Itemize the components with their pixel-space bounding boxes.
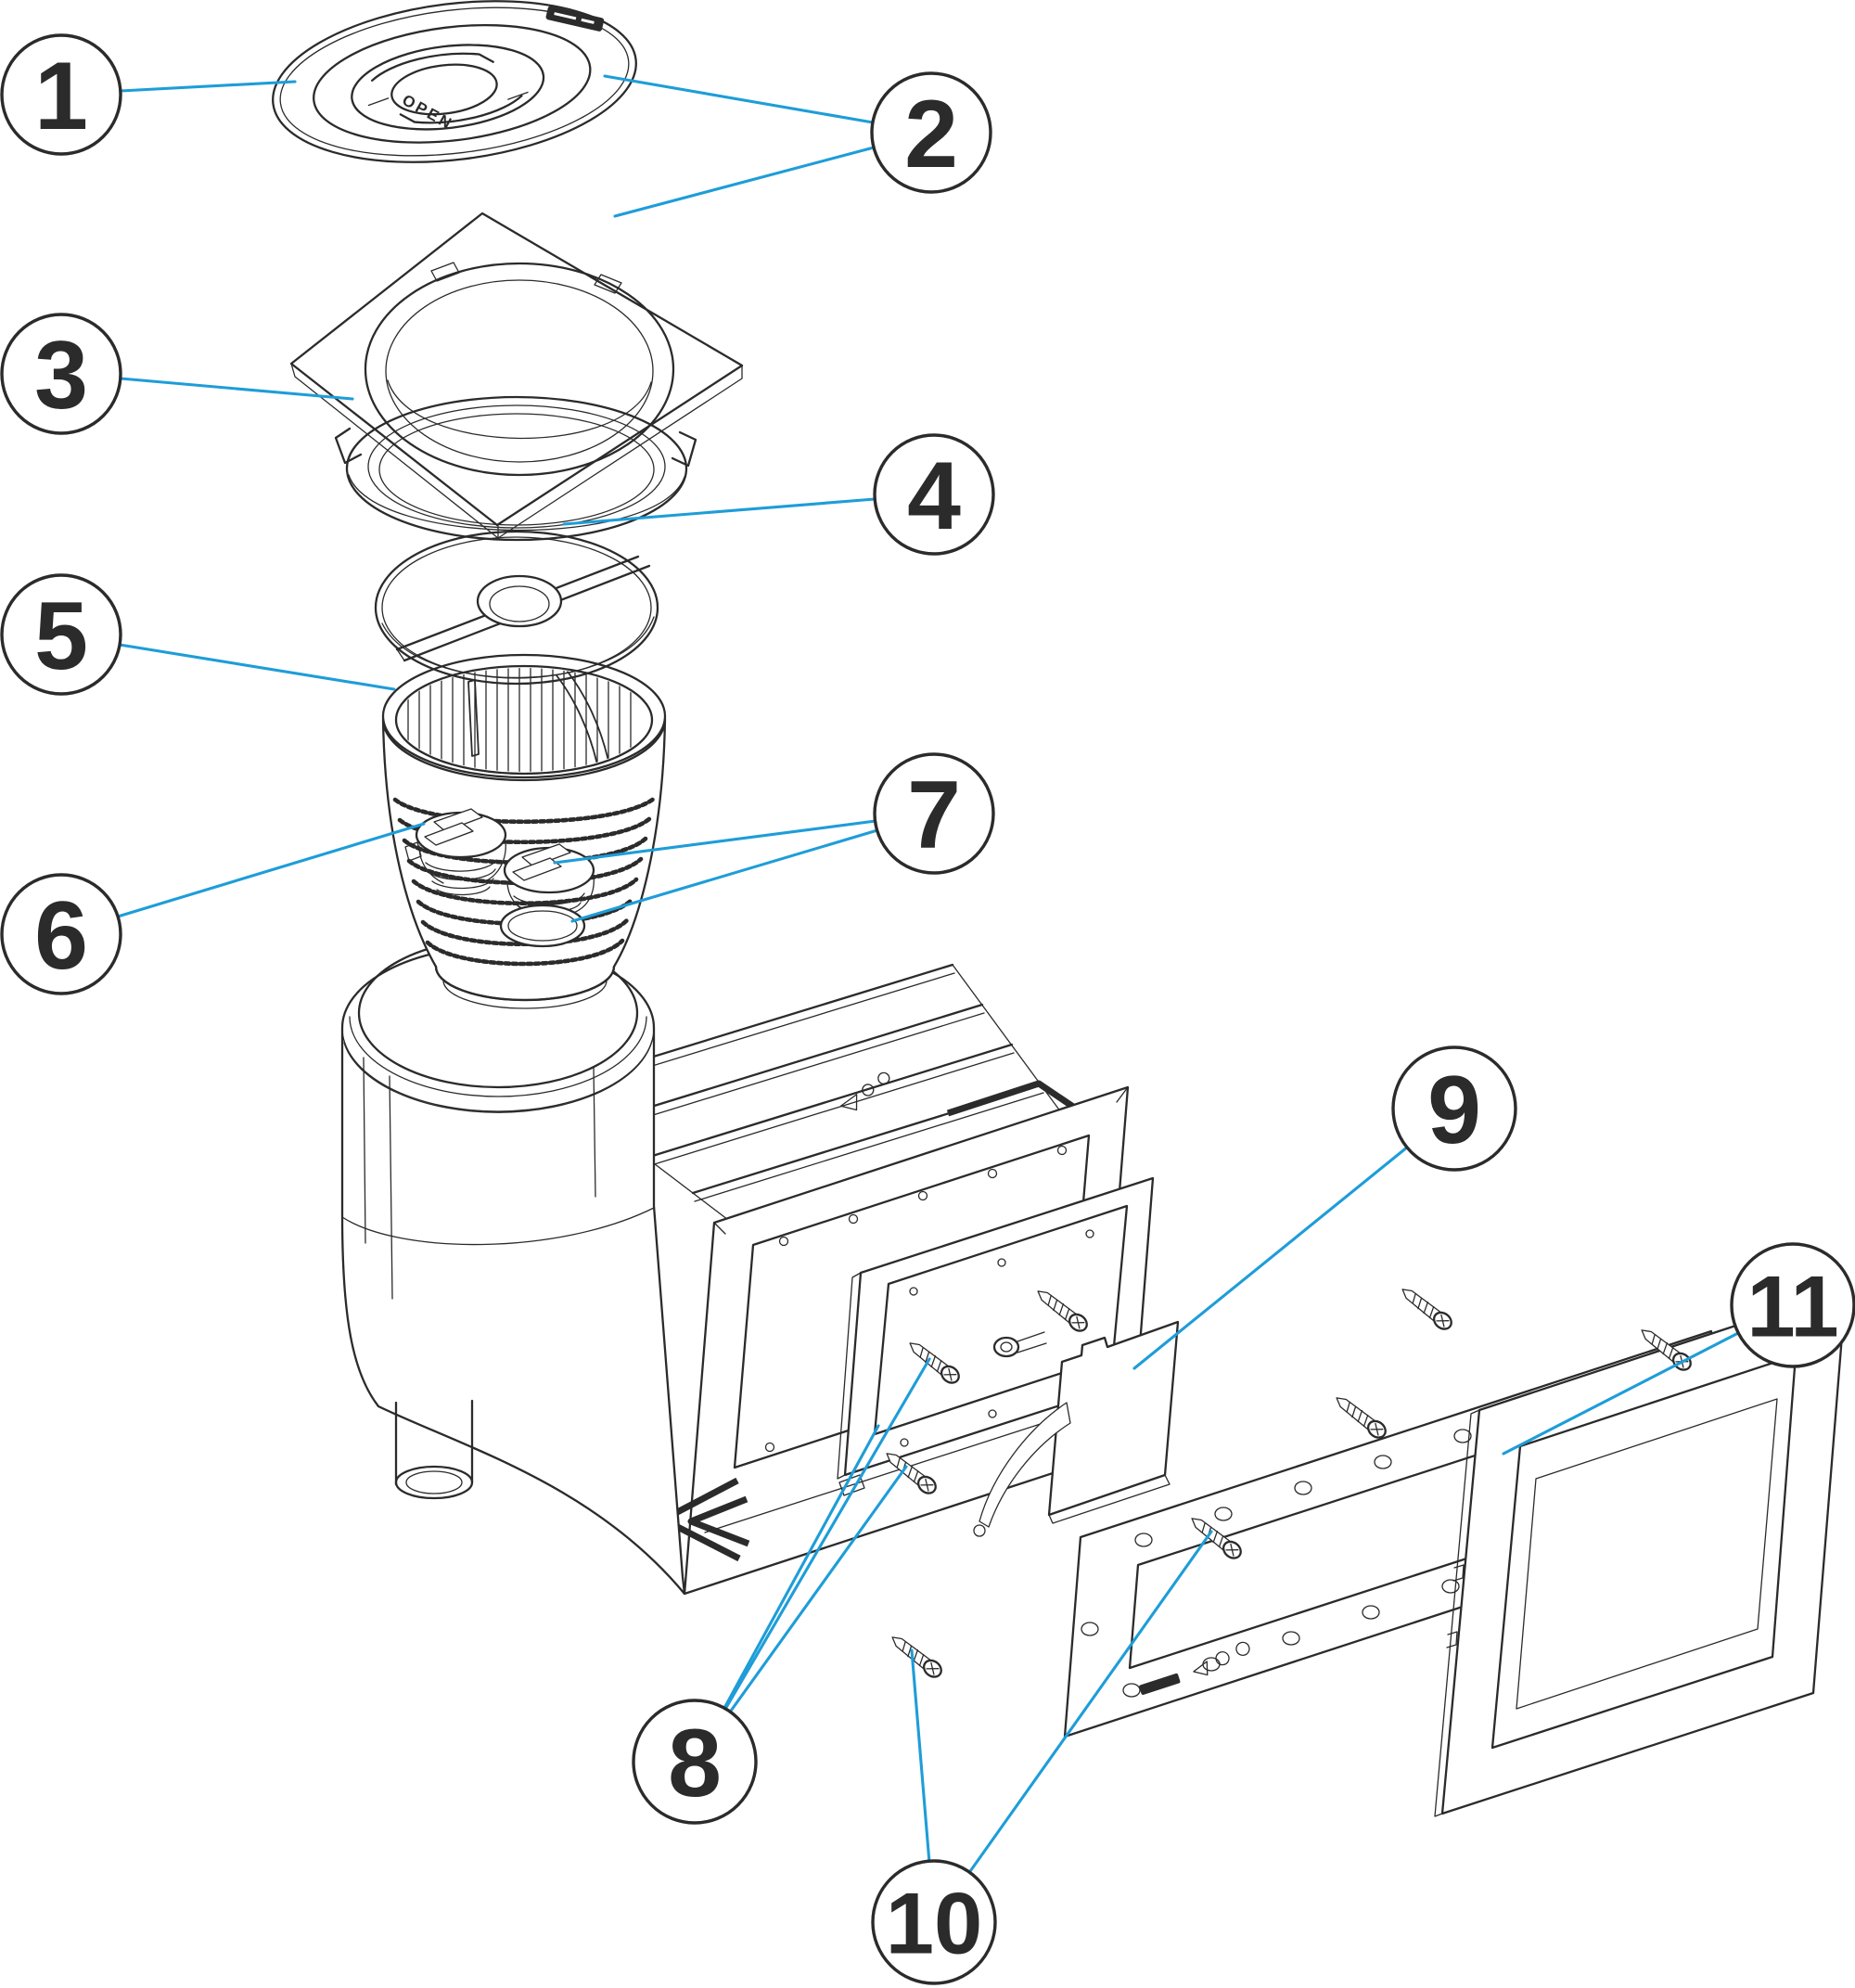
leader-line-9 <box>1132 1145 1410 1370</box>
lid-brand-tag <box>545 6 605 32</box>
callout-number-11: 11 <box>1746 1257 1838 1354</box>
callout-5: 5 <box>0 573 122 696</box>
callout-6: 6 <box>0 873 122 995</box>
callout-circle-2 <box>870 71 992 194</box>
part-lid: OPEN <box>272 0 637 163</box>
leader-line-8 <box>723 1357 931 1712</box>
leader-line-7 <box>553 819 877 865</box>
callout-circle-9 <box>1391 1045 1517 1172</box>
screw-4 <box>887 1630 946 1682</box>
callout-number-3: 3 <box>34 322 88 430</box>
callout-number-2: 2 <box>904 81 958 188</box>
part-square-frame <box>289 212 744 539</box>
callout-circle-4 <box>873 433 995 556</box>
leader-line-10 <box>910 1648 931 1865</box>
callout-circle-3 <box>0 313 122 435</box>
callout-number-4: 4 <box>907 442 961 550</box>
leader-line-10 <box>966 1530 1213 1876</box>
callout-number-8: 8 <box>668 1710 722 1817</box>
part-faceplate <box>1434 1288 1848 1817</box>
part-cover-plate <box>374 530 659 686</box>
leader-line-2 <box>613 146 876 218</box>
callout-8: 8 <box>632 1699 758 1825</box>
leader-line-8 <box>727 1465 908 1715</box>
part-o-ring <box>499 904 586 948</box>
leader-line-1 <box>119 80 297 93</box>
callout-number-6: 6 <box>34 882 88 990</box>
callout-4: 4 <box>873 433 995 556</box>
callout-number-9: 9 <box>1427 1057 1481 1164</box>
callout-number-10: 10 <box>886 1874 983 1971</box>
part-weir-flap <box>973 1320 1180 1537</box>
callout-circle-10 <box>871 1859 997 1985</box>
leader-lines <box>116 74 1742 1876</box>
tank-drain-pipe <box>394 1399 474 1500</box>
callout-circle-7 <box>873 752 995 875</box>
skimmer-tank-body <box>340 937 686 1596</box>
washer-grommet <box>992 1331 1047 1358</box>
callout-3: 3 <box>0 313 122 435</box>
callout-circle-6 <box>0 873 122 995</box>
leader-line-3 <box>119 377 354 401</box>
screw-5 <box>1397 1282 1456 1334</box>
callout-number-5: 5 <box>34 583 88 690</box>
callout-number-7: 7 <box>907 762 961 869</box>
mold-marks-icon <box>839 1071 890 1111</box>
callout-balloons: 1 2 3 4 5 6 7 8 9 10 11 <box>0 33 1855 1985</box>
leader-line-7 <box>570 828 879 923</box>
leader-line-11 <box>1502 1330 1742 1456</box>
leader-line-6 <box>116 822 426 918</box>
screw-6 <box>1331 1391 1390 1443</box>
leader-line-4 <box>562 497 876 526</box>
callout-9: 9 <box>1391 1045 1517 1172</box>
callout-number-1: 1 <box>34 43 88 150</box>
callout-1: 1 <box>0 33 122 156</box>
part-drain-plug-left <box>404 808 507 896</box>
callout-circle-5 <box>0 573 122 696</box>
part-extension-ring <box>334 395 697 542</box>
callout-7: 7 <box>873 752 995 875</box>
callout-circle-8 <box>632 1699 758 1825</box>
callout-11: 11 <box>1730 1242 1855 1368</box>
leader-line-5 <box>118 643 396 691</box>
leader-line-2 <box>603 74 875 124</box>
leader-line-8 <box>722 1424 880 1712</box>
callout-circle-1 <box>0 33 122 156</box>
gasket-plate-marks <box>1139 1641 1250 1695</box>
callout-2: 2 <box>870 71 992 194</box>
callout-10: 10 <box>871 1859 997 1985</box>
callout-circle-11 <box>1730 1242 1855 1368</box>
